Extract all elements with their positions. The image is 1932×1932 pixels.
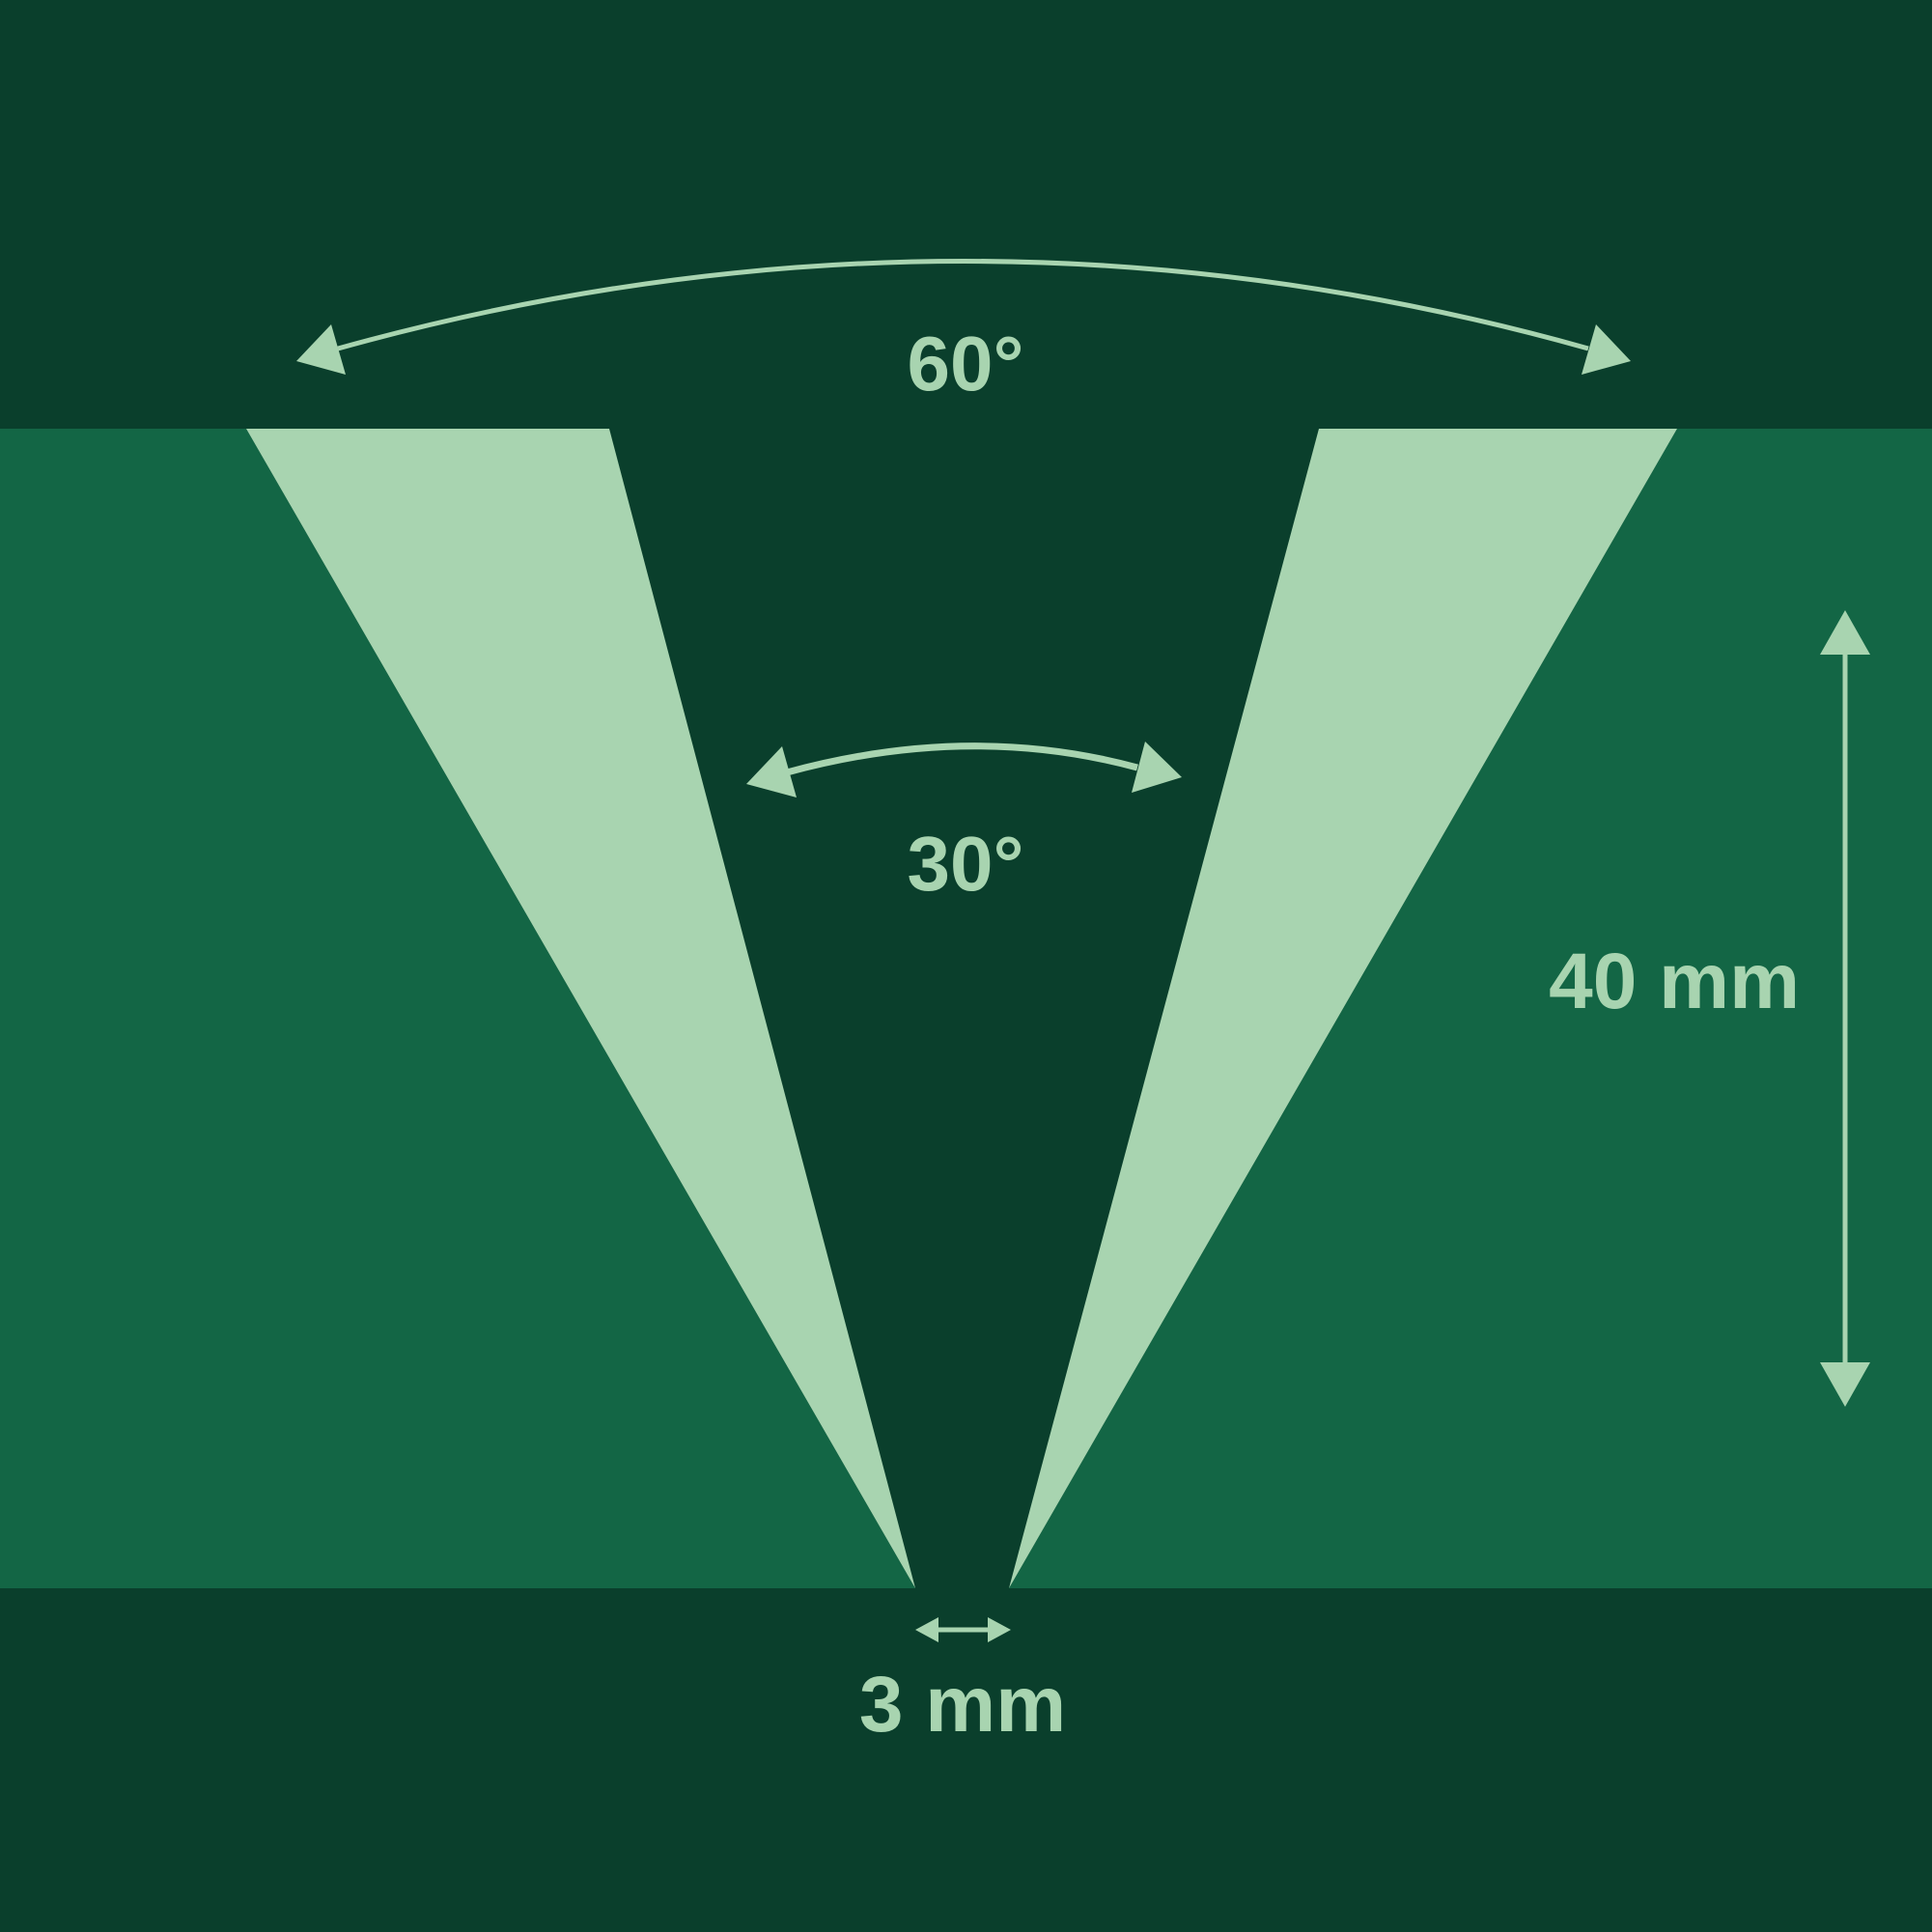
root-gap-arrowhead-right <box>988 1617 1011 1642</box>
outer-angle-label: 60° <box>908 321 1024 406</box>
outer-angle-arc <box>337 259 1589 351</box>
thickness-arrowhead-bottom <box>1820 1362 1870 1407</box>
inner-angle-arrowhead-left <box>746 746 797 798</box>
thickness-label: 40 mm <box>1549 938 1800 1025</box>
left-bevel-face <box>246 429 915 1588</box>
outer-angle-arrowhead-left <box>296 324 346 375</box>
root-gap-label: 3 mm <box>859 1661 1066 1749</box>
root-gap-arrowhead-left <box>915 1617 938 1642</box>
outer-angle-arrowhead-right <box>1582 324 1631 375</box>
inner-angle-arc <box>786 742 1138 776</box>
thickness-arrowhead-top <box>1820 610 1870 655</box>
right-bevel-face <box>1009 429 1677 1588</box>
inner-angle-arrowhead-right <box>1132 742 1182 793</box>
inner-angle-label: 30° <box>908 821 1024 907</box>
